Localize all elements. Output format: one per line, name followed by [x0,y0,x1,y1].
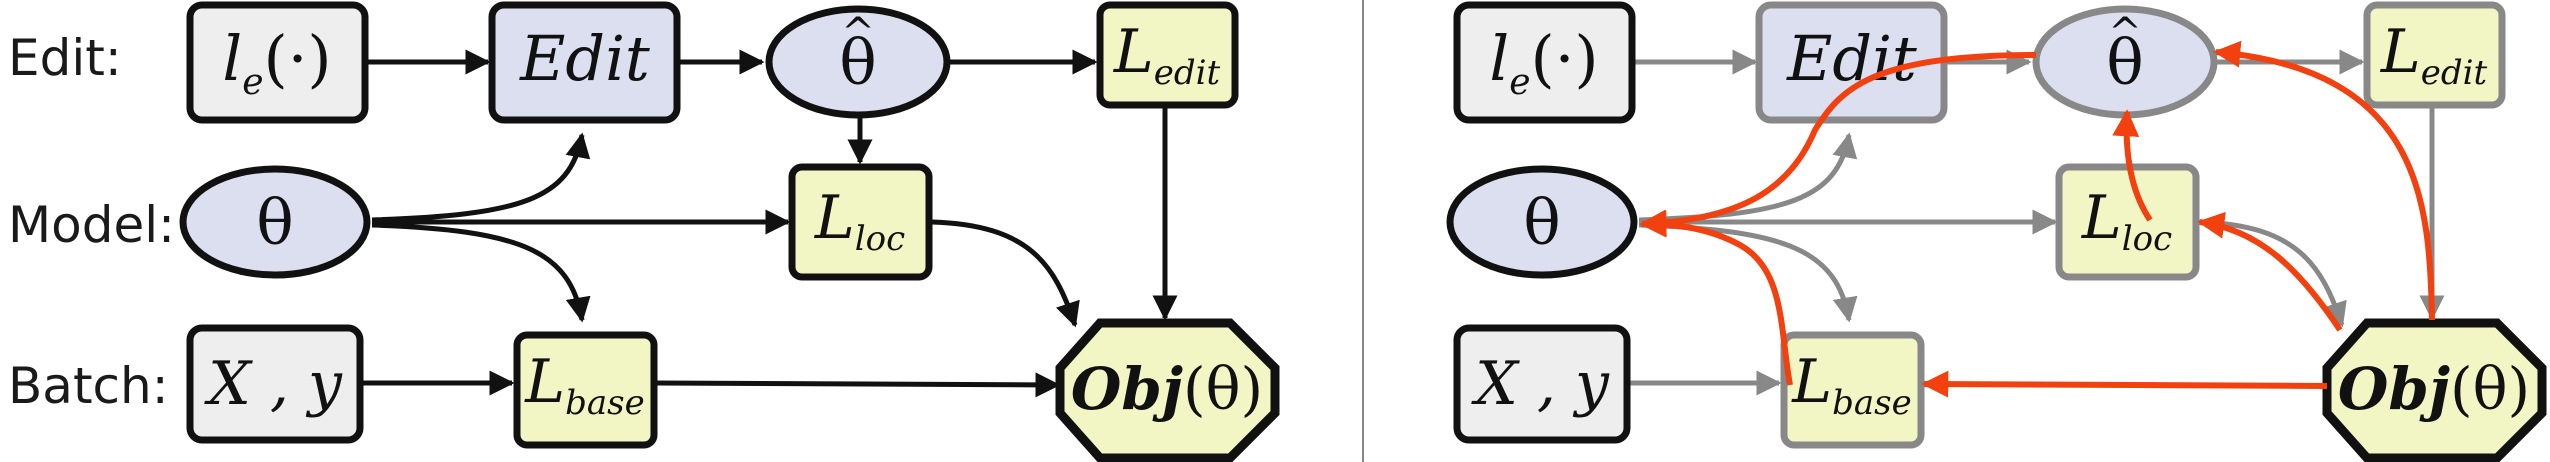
gradient-edges [1639,40,2435,398]
node-l-edit: Ledit [1096,1,1239,109]
grad-edge-obj-to-lbase [1921,370,2328,398]
node-edit-right: Edit [1755,1,1948,124]
grad-edge-thetahat-to-theta [1639,52,2037,237]
svg-text:θ: θ [1523,186,1560,259]
svg-text:Obj(θ): Obj(θ) [2338,355,2530,423]
row-label-model: Model: [8,196,175,254]
faded-edge-theta-to-edit [1638,132,1858,223]
grad-edge-obj-to-lloc [2197,211,2343,332]
svg-text:θ: θ [2106,26,2143,99]
node-theta-right: θ [1446,165,1638,279]
node-data-batch-right: X , y [1453,324,1631,444]
node-l-loc: Lloc [788,163,933,281]
node-theta-hat: θ ^ [765,5,951,119]
node-l-loc-right: Lloc [2055,163,2200,281]
edge-theta-to-lbase [371,222,591,323]
grad-edge-lbase-to-theta [1639,210,1793,386]
node-data-batch: X , y [186,324,364,444]
node-loss-function: le(·) [186,1,369,124]
edge-lloc-to-obj [931,219,1080,328]
node-loss-function-right: le(·) [1453,1,1636,124]
node-edit: Edit [488,1,681,124]
right-faded-edges [1629,49,2445,396]
node-objective-right: Obj(θ) [2322,318,2547,462]
node-l-base-right: Lbase [1780,331,1925,449]
node-theta-hat-right: θ ^ [2032,5,2218,119]
faded-edge-lloc-to-obj [2198,219,2347,328]
svg-text:le(·): le(·) [222,22,331,103]
svg-text:θ: θ [256,186,293,259]
node-l-edit-right: Ledit [2363,1,2506,109]
svg-text:^: ^ [841,10,875,56]
edge-theta-to-edit [371,132,591,223]
svg-text:Lloc: Lloc [2081,183,2172,259]
svg-text:Lloc: Lloc [814,183,905,259]
svg-text:Edit: Edit [519,22,650,95]
svg-text:X , y: X , y [204,349,343,419]
node-l-base: Lbase [513,331,658,449]
row-label-edit: Edit: [8,29,122,87]
node-theta: θ [179,165,371,279]
grad-edge-obj-to-ledit-thetahat [2213,40,2435,321]
svg-text:Lbase: Lbase [1791,347,1911,423]
svg-text:Obj(θ): Obj(θ) [1071,355,1263,423]
right-panel: le(·) Edit θ ^ Ledit θ Lloc X , y [1446,1,2547,462]
edge-lbase-to-obj [654,372,1061,398]
svg-text:Ledit: Ledit [1113,17,1221,93]
svg-text:le(·): le(·) [1489,22,1598,103]
faded-edge-theta-to-lbase [1638,222,1858,323]
node-objective: Obj(θ) [1055,318,1280,462]
svg-text:^: ^ [2108,10,2142,56]
svg-text:Ledit: Ledit [2380,17,2488,93]
svg-text:Edit: Edit [1786,22,1917,95]
left-panel: Edit: Model: Batch: le(·) Edit [8,1,1280,462]
svg-text:X , y: X , y [1471,349,1610,419]
row-label-batch: Batch: [8,357,169,415]
svg-text:θ: θ [839,26,876,99]
svg-text:Lbase: Lbase [524,347,644,423]
grad-edge-lloc-to-thetahat [2112,109,2153,222]
left-edges [362,49,1178,398]
